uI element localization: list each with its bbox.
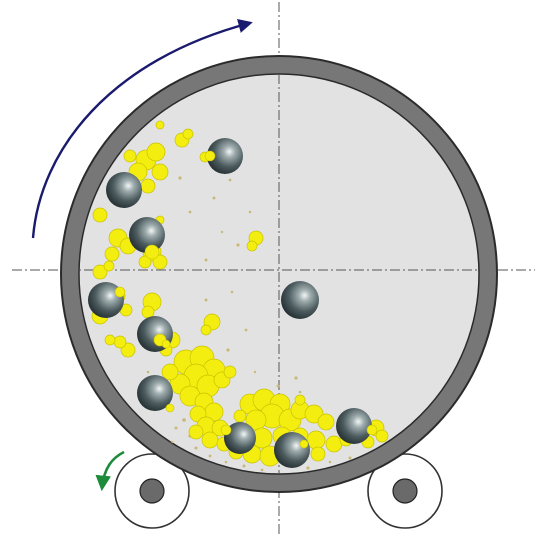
- left-roller-hub: [140, 479, 164, 503]
- grinding-ball: [274, 432, 310, 468]
- right-roller-hub: [393, 479, 417, 503]
- grinding-ball: [336, 408, 372, 444]
- grinding-ball: [281, 281, 319, 319]
- grinding-ball: [106, 172, 142, 208]
